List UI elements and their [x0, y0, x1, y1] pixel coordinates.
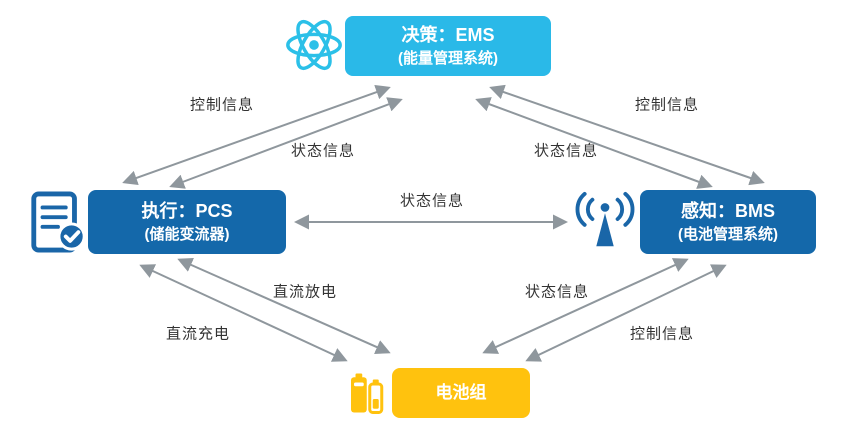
- node-bms: 感知：BMS (电池管理系统): [640, 190, 816, 254]
- arrow-bms-battery-control: [525, 264, 727, 362]
- edge-label-ems-pcs-control: 控制信息: [189, 96, 255, 114]
- battery-icon: [341, 369, 391, 417]
- edge-label-bms-battery-status: 状态信息: [524, 283, 590, 301]
- edge-label-pcs-battery-charge: 直流充电: [165, 325, 231, 343]
- node-battery-title: 电池组: [435, 382, 487, 402]
- node-bms-title: 感知：BMS: [681, 201, 775, 222]
- antenna-signal-icon: [574, 188, 636, 254]
- atom-icon: [283, 14, 345, 76]
- node-bms-subtitle: (电池管理系统): [678, 226, 778, 244]
- node-ems-title: 决策：EMS: [401, 25, 495, 46]
- edge-label-pcs-bms-status: 状态信息: [399, 192, 465, 210]
- arrow-ems-pcs-status: [169, 97, 403, 189]
- edge-label-ems-pcs-status: 状态信息: [290, 142, 356, 160]
- arrow-pcs-battery-charge: [139, 264, 348, 362]
- edge-label-ems-bms-status: 状态信息: [533, 142, 599, 160]
- arrow-ems-pcs-control: [122, 84, 391, 186]
- node-pcs-title: 执行：PCS: [141, 201, 233, 222]
- edge-label-ems-bms-control: 控制信息: [634, 96, 700, 114]
- edge-label-pcs-battery-discharge: 直流放电: [272, 283, 338, 301]
- node-ems-subtitle: (能量管理系统): [398, 50, 498, 68]
- node-pcs-subtitle: (储能变流器): [144, 226, 230, 244]
- document-check-icon: [27, 188, 89, 256]
- arrow-ems-bms-control: [489, 84, 765, 186]
- node-pcs: 执行：PCS (储能变流器): [88, 190, 286, 254]
- node-battery: 电池组: [392, 368, 530, 418]
- node-ems: 决策：EMS (能量管理系统): [345, 16, 551, 76]
- arrow-ems-bms-status: [475, 97, 713, 189]
- edge-label-bms-battery-control: 控制信息: [629, 325, 695, 343]
